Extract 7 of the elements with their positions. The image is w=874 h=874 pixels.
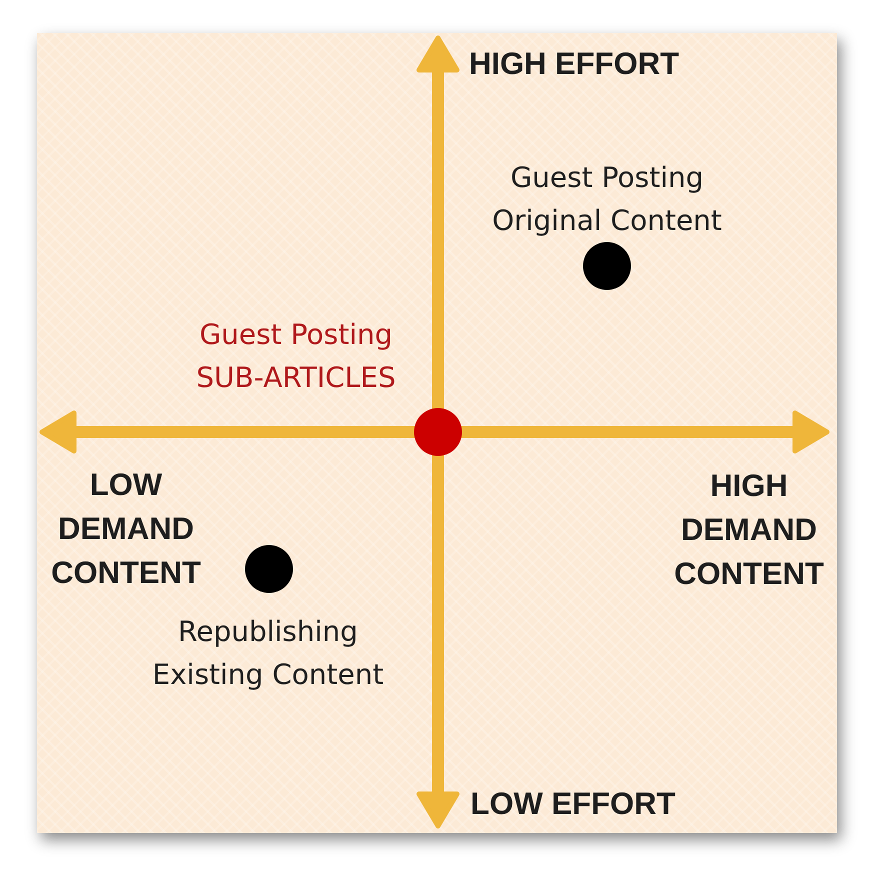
point-label: Guest Posting Original Content (492, 160, 722, 239)
axis-label: LOW DEMAND CONTENT (50, 466, 202, 592)
point-label: Republishing Existing Content (152, 614, 384, 693)
axis-label: HIGH EFFORT (468, 45, 680, 83)
axis-label: HIGH DEMAND CONTENT (674, 467, 824, 593)
point-label: Guest Posting SUB-ARTICLES (196, 317, 396, 396)
axis-label: LOW EFFORT (470, 785, 676, 823)
